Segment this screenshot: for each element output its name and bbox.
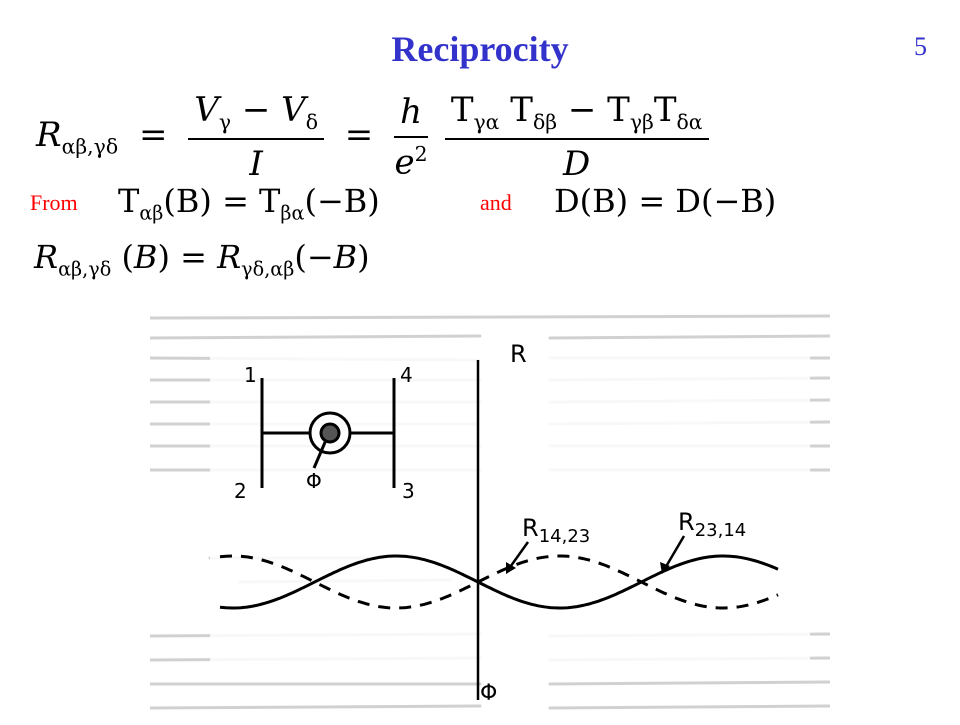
device-sketch	[260, 378, 396, 488]
flux-core-icon	[319, 422, 341, 444]
minus-sign: −	[241, 90, 271, 130]
terminal-4-label: 4	[400, 363, 413, 387]
conductance-quantum-fraction: h e2	[394, 92, 428, 182]
and-label: and	[480, 190, 512, 215]
curve-label-1: R14,23	[522, 514, 590, 547]
equals-sign: =	[138, 114, 168, 155]
flux-label: Φ	[306, 469, 322, 493]
planck-symbol: h	[400, 91, 422, 132]
transmission-numerator: Tγα Tδβ − TγβTδα	[444, 90, 709, 140]
voltage-gamma: V	[194, 90, 219, 130]
terminal-2-label: 2	[234, 479, 247, 503]
terminal-1-label: 1	[244, 363, 257, 387]
y-axis-label: R	[510, 340, 527, 368]
arrowhead-icon	[506, 562, 516, 574]
voltage-delta: V	[281, 90, 306, 130]
from-label: From	[30, 190, 78, 215]
voltage-delta-sub: δ	[305, 109, 318, 134]
arrowhead-icon	[660, 562, 670, 574]
reciprocity-figure: R Φ 1 4 2 3 Φ R14,23 R23,14	[148, 300, 832, 720]
determinant-symbol: D	[563, 143, 591, 184]
charge-symbol: e	[394, 142, 415, 183]
charge-exponent: 2	[414, 141, 428, 166]
page-number: 5	[914, 32, 927, 61]
symmetry-line: From Tαβ(B) = Tβα(−B) and D(B) = D(−B)	[30, 182, 930, 226]
voltage-current-fraction: Vγ − Vδ I	[188, 90, 324, 184]
current-symbol: I	[249, 143, 263, 184]
equals-sign-2: =	[344, 114, 374, 155]
resistance-symbol: R	[36, 114, 62, 155]
slide-title: Reciprocity	[391, 29, 569, 69]
reciprocity-equation: Rαβ,γδ = Vγ − Vδ I = h e2 Tγα Tδβ − TγβT…	[36, 90, 709, 184]
curve-label-2-pointer	[662, 535, 686, 571]
figure-svg: R Φ 1 4 2 3 Φ R14,23 R23,14	[148, 314, 832, 710]
r-23-14-curve	[219, 554, 779, 610]
terminal-3-label: 3	[402, 479, 415, 503]
resistance-subscript: αβ,γδ	[61, 134, 119, 159]
curve-label-2: R23,14	[678, 508, 746, 541]
determinant-symmetry: D(B) = D(−B)	[554, 182, 777, 220]
transmission-fraction: Tγα Tδβ − TγβTδα D	[444, 90, 709, 184]
onsager-relation: Rαβ,γδ (B) = Rγδ,αβ(−B)	[34, 238, 370, 281]
ring-icon	[308, 411, 352, 455]
x-axis-label: Φ	[480, 681, 497, 706]
voltage-gamma-sub: γ	[218, 109, 231, 134]
transmission-symmetry: Tαβ(B) = Tβα(−B)	[118, 182, 380, 225]
r-14-23-curve	[219, 554, 779, 610]
